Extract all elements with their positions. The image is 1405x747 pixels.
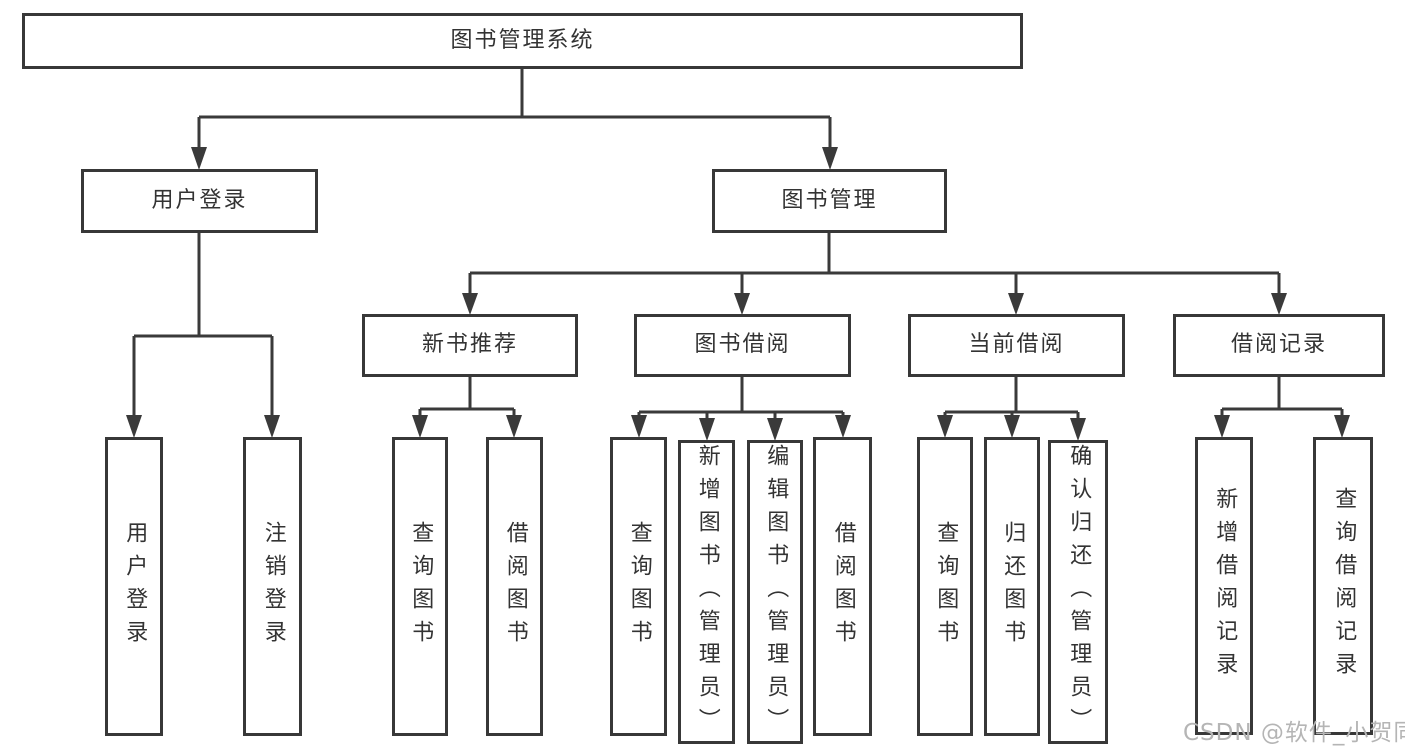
node-book-borrowing: 图书借阅	[634, 314, 851, 377]
node-user-login: 用户登录	[81, 169, 318, 233]
node-add-books-admin: 新增图书（管理员）	[678, 440, 735, 744]
arrowhead	[1008, 293, 1024, 315]
arrowhead	[822, 147, 838, 170]
arrowhead	[1070, 418, 1086, 441]
csdn-watermark: CSDN @软件_小贺同学	[1183, 720, 1405, 746]
node-user-login-leaf: 用户登录	[105, 437, 163, 736]
node-borrow-books-2: 借阅图书	[813, 437, 872, 736]
arrowhead	[1271, 293, 1287, 315]
node-current-borrowing: 当前借阅	[908, 314, 1125, 377]
arrowhead	[264, 415, 280, 438]
node-borrowing-records: 借阅记录	[1173, 314, 1385, 377]
arrowhead	[699, 418, 715, 441]
arrowhead	[1334, 415, 1350, 438]
arrowhead	[412, 415, 428, 438]
arrowhead	[1214, 415, 1230, 438]
arrowhead	[767, 418, 783, 441]
arrowhead	[126, 415, 142, 438]
node-query-books-3: 查询图书	[917, 437, 973, 736]
arrowhead	[631, 415, 647, 438]
node-query-books-2: 查询图书	[610, 437, 667, 736]
node-add-borrow-record: 新增借阅记录	[1195, 437, 1253, 735]
node-logout: 注销登录	[243, 437, 302, 736]
node-query-books-1: 查询图书	[392, 437, 448, 736]
node-borrow-books-1: 借阅图书	[486, 437, 543, 736]
arrowhead	[835, 415, 851, 438]
node-query-borrow-record: 查询借阅记录	[1313, 437, 1373, 735]
node-new-book-recommendation: 新书推荐	[362, 314, 578, 377]
node-edit-books-admin: 编辑图书（管理员）	[747, 440, 803, 744]
arrowhead	[1004, 415, 1020, 438]
arrowhead	[506, 415, 522, 438]
node-library-management-system: 图书管理系统	[22, 13, 1023, 69]
arrowhead	[191, 147, 207, 170]
arrowhead	[462, 293, 478, 315]
node-book-management: 图书管理	[712, 169, 947, 233]
node-return-books: 归还图书	[984, 437, 1040, 736]
node-confirm-return-admin: 确认归还（管理员）	[1048, 440, 1108, 744]
arrowhead	[937, 415, 953, 438]
arrowhead	[734, 293, 750, 315]
